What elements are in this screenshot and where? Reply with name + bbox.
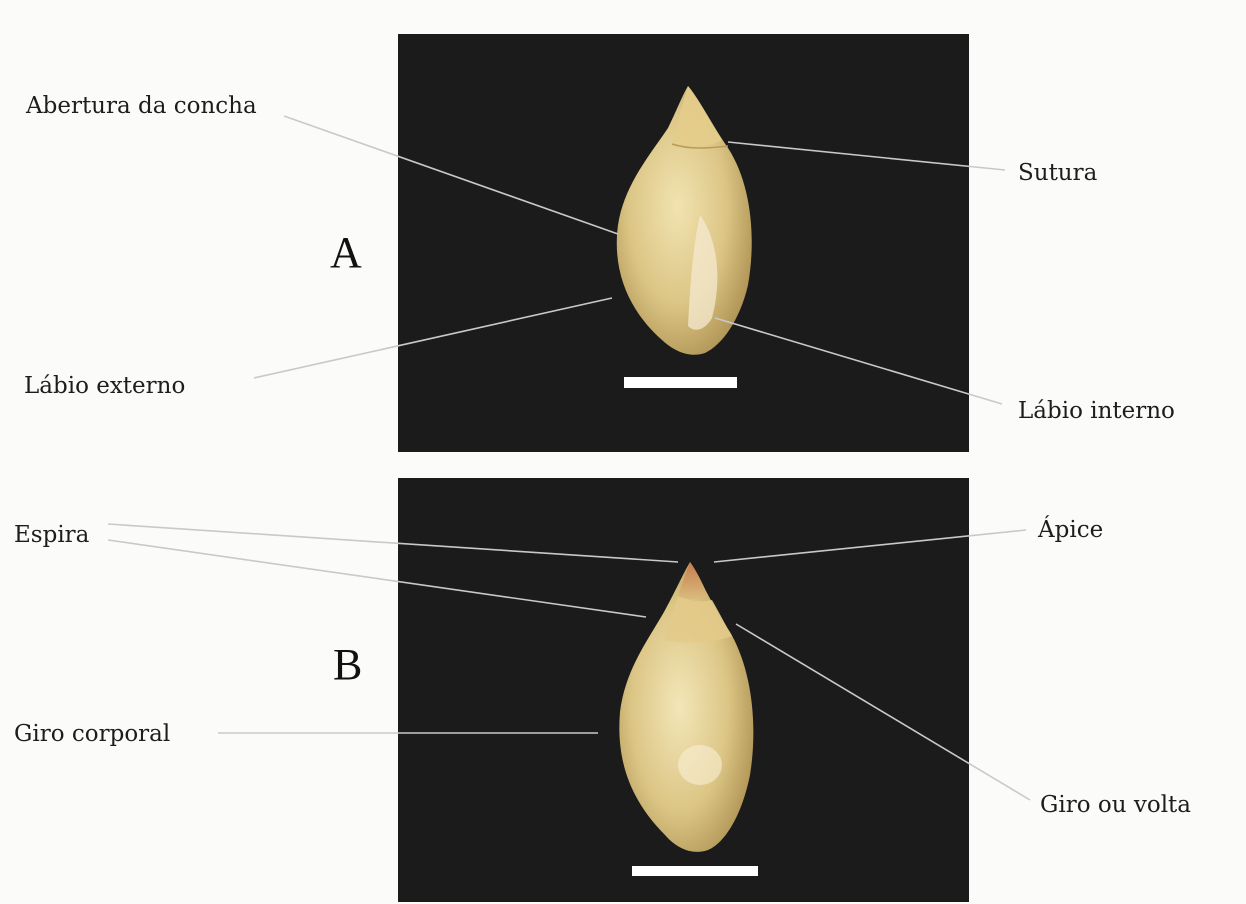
label-espira: Espira — [14, 522, 90, 548]
label-sutura: Sutura — [1018, 160, 1098, 186]
panel-b: Espira Ápice Giro corporal Giro ou volta… — [14, 478, 1191, 902]
shell-b-highlight — [678, 745, 722, 785]
panel-letter-b: B — [333, 640, 362, 689]
scale-bar-a — [624, 377, 737, 388]
label-apice: Ápice — [1037, 516, 1103, 543]
panel-a: Abertura da concha Sutura Lábio externo … — [24, 34, 1175, 452]
label-abertura-da-concha: Abertura da concha — [25, 93, 257, 119]
scale-bar-b — [632, 866, 758, 876]
label-giro-ou-volta: Giro ou volta — [1040, 792, 1191, 818]
label-giro-corporal: Giro corporal — [14, 721, 170, 747]
label-labio-externo: Lábio externo — [24, 373, 185, 399]
label-labio-interno: Lábio interno — [1018, 398, 1175, 424]
panel-letter-a: A — [330, 228, 362, 277]
